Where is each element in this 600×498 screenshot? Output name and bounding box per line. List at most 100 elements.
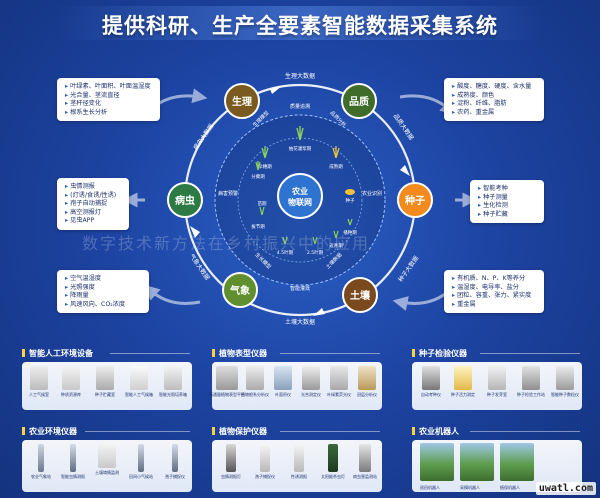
stage-tiller: 分蘖期 <box>251 173 265 180</box>
arc-label-left-top: 病虫大数据 <box>191 122 215 151</box>
info-seed-row: 种子贮藏 <box>478 211 538 220</box>
info-soil-row: 重金属 <box>452 301 538 310</box>
device-image <box>330 366 348 390</box>
info-physio-row: 根系生长分析 <box>65 109 154 118</box>
info-weather-row: 风速风向、CO₂浓度 <box>65 301 143 310</box>
stage-greening: 返青期 <box>329 242 343 249</box>
device-card: 智能种子数粒仪 <box>551 366 579 397</box>
device-card: 土壤墒情监测 <box>94 444 120 475</box>
device-image <box>98 444 116 468</box>
hub-line1: 农业 <box>291 186 308 196</box>
device-card: 太阳能杀虫灯 <box>320 444 346 479</box>
device-label: 种子贮藏室 <box>95 392 115 397</box>
panel-seed: 自动考种仪 种子活力测定 种子发芽室 种子检验工作站 智能种子数粒仪 <box>412 362 582 410</box>
page-title: 提供科研、生产全要素智能数据采集系统 <box>102 14 498 38</box>
info-quality-row: 淀粉、纤维、脂肪 <box>452 100 538 109</box>
node-seed: 种子 <box>397 182 433 218</box>
device-label: 孢子捕捉仪 <box>255 474 275 479</box>
device-card: 冠层分析仪 <box>354 366 380 397</box>
panel-field-title: 农业环境仪器 <box>22 426 77 437</box>
inner-label-seed-rec: 农业识别 <box>362 190 382 197</box>
device-card: 高通量植物表型平台 <box>209 366 245 397</box>
robot-photo <box>420 443 454 481</box>
plant-bloom-icon <box>296 126 304 141</box>
device-label: 种子发芽室 <box>487 392 507 397</box>
panel-pheno-title: 植物表型仪器 <box>212 348 267 359</box>
info-quality-row: 酸度、糖度、硬度、含水量 <box>452 83 538 92</box>
device-label: 病虫害监测站 <box>353 474 377 479</box>
stage-sowing: 播种期 <box>343 229 357 236</box>
device-card: 种质资源库 <box>58 366 84 397</box>
arc-arrow-left-bottom <box>144 284 201 305</box>
device-image <box>359 444 371 472</box>
device-image <box>216 366 238 390</box>
plant-pregnant-icon <box>261 146 269 159</box>
plant-mature-icon <box>332 146 340 159</box>
device-card: 自动考种仪 <box>418 366 444 397</box>
device-image <box>358 366 376 390</box>
device-label: 虫情测报灯 <box>221 474 241 479</box>
info-weather-row: 降雨量 <box>65 292 143 301</box>
node-quality-label: 品质 <box>349 95 369 108</box>
ring-arrow-bottom <box>313 308 325 316</box>
info-pest-row: (灯诱/食诱/性诱) <box>65 192 123 201</box>
panel-robot-rule <box>470 431 580 432</box>
device-image <box>138 444 144 472</box>
info-soil-row: 团粒、容重、张力、紧实度 <box>452 292 538 301</box>
device-image <box>38 444 44 472</box>
device-label: 植物根系分析仪 <box>241 392 269 397</box>
inner-label-smart-irrigation: 智能灌溉 <box>290 285 310 292</box>
arc-arrow-right-top <box>399 94 456 116</box>
arc-label-bottom: 土壤大数据 <box>285 318 315 326</box>
device-card: 田间小气候站 <box>128 444 154 479</box>
node-physio-label: 生理 <box>232 95 252 108</box>
device-card: 种子检验工作站 <box>517 366 545 397</box>
device-label: 叶面积仪 <box>275 392 291 397</box>
device-image <box>30 366 48 390</box>
info-weather: 空气温湿度 光照强度 降雨量 风速风向、CO₂浓度 <box>57 270 149 314</box>
node-physio: 生理 <box>224 83 260 119</box>
device-image <box>274 366 292 390</box>
info-pest-row: 孢子自动捕捉 <box>65 200 123 209</box>
panel-protect-rule <box>280 431 380 432</box>
device-image <box>164 366 182 390</box>
device-card: 光合测定仪 <box>298 366 324 397</box>
device-image <box>62 366 80 390</box>
device-label: 种子活力测定 <box>451 392 475 397</box>
device-label: 高通量植物表型平台 <box>209 392 245 397</box>
inner-label-pest-warning: 病害预警 <box>218 190 238 197</box>
device-card: 植物根系分析仪 <box>241 366 269 397</box>
device-card: 孢子捕捉仪 <box>162 444 188 479</box>
plant-leaf45-icon <box>282 236 288 245</box>
plant-greening-icon <box>333 230 339 239</box>
info-quality-row: 成熟度、颜色 <box>452 92 538 101</box>
panel-env: 人工气候室 种质资源库 种子贮藏室 智能人工气候箱 智能光照培养箱 <box>22 362 192 410</box>
title-banner <box>55 6 545 40</box>
device-image <box>302 366 320 390</box>
panel-seed-rule <box>480 353 580 354</box>
plant-tiller-icon <box>255 161 261 171</box>
device-image <box>422 366 440 390</box>
device-image <box>172 444 178 472</box>
device-label: 农业气象站 <box>31 474 51 479</box>
info-soil-row: 有机质、N、P、K等养分 <box>452 275 538 284</box>
ring-arrow-right <box>400 165 410 176</box>
arc-arrow-right-bottom <box>392 288 452 311</box>
info-weather-row: 光照强度 <box>65 284 143 293</box>
info-physio-row: 茎秆径变化 <box>65 100 154 109</box>
device-label: 种质资源库 <box>61 392 81 397</box>
watermark: 数字技术新方法在乡村振兴中的应用 <box>82 234 371 253</box>
device-label: 智能人工气候箱 <box>125 392 153 397</box>
device-label: 自动考种仪 <box>421 392 441 397</box>
device-card: 人工气候室 <box>26 366 52 397</box>
robot-photo <box>500 443 534 481</box>
panel-pheno: 高通量植物表型平台 植物根系分析仪 叶面积仪 光合测定仪 叶绿素荧光仪 冠层分析… <box>209 362 382 410</box>
plant-seedling-icon <box>259 206 265 216</box>
device-label: 种子检验工作站 <box>517 392 545 397</box>
device-label: 光合测定仪 <box>301 392 321 397</box>
stage-seed: 种子 <box>346 197 355 204</box>
info-soil: 有机质、N、P、K等养分 温湿度、电导率、盐分 团粒、容重、张力、紧实度 重金属 <box>444 270 544 314</box>
panel-env-title: 智能人工环境设备 <box>22 348 93 359</box>
device-card: 智能光照培养箱 <box>159 366 187 397</box>
device-label: 采摘机器人 <box>460 485 480 490</box>
